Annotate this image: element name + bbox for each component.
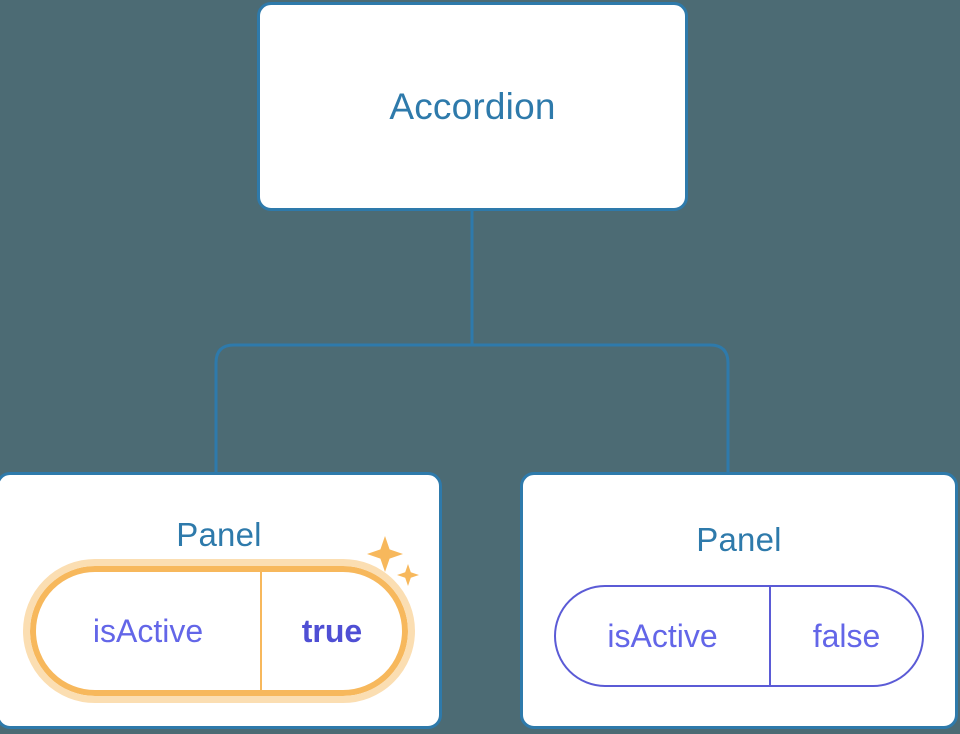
prop-pill[interactable]: isActive false <box>554 585 924 687</box>
node-title: Panel <box>696 521 782 558</box>
prop-pill-highlighted[interactable]: isActive true <box>23 559 415 703</box>
prop-value: true <box>301 612 363 649</box>
prop-key: isActive <box>556 587 771 685</box>
prop-pill-wrapper: isActive false <box>523 559 955 687</box>
prop-key: isActive <box>36 572 262 690</box>
node-title: Accordion <box>389 85 556 127</box>
node-panel-active[interactable]: Panel isActive true <box>0 472 442 729</box>
node-accordion[interactable]: Accordion <box>257 2 688 211</box>
prop-pill-wrapper: isActive true <box>0 536 439 703</box>
node-panel-inactive[interactable]: Panel isActive false <box>520 472 958 729</box>
prop-value: false <box>812 617 881 654</box>
node-title: Panel <box>176 516 262 553</box>
connector-branch <box>214 343 730 472</box>
